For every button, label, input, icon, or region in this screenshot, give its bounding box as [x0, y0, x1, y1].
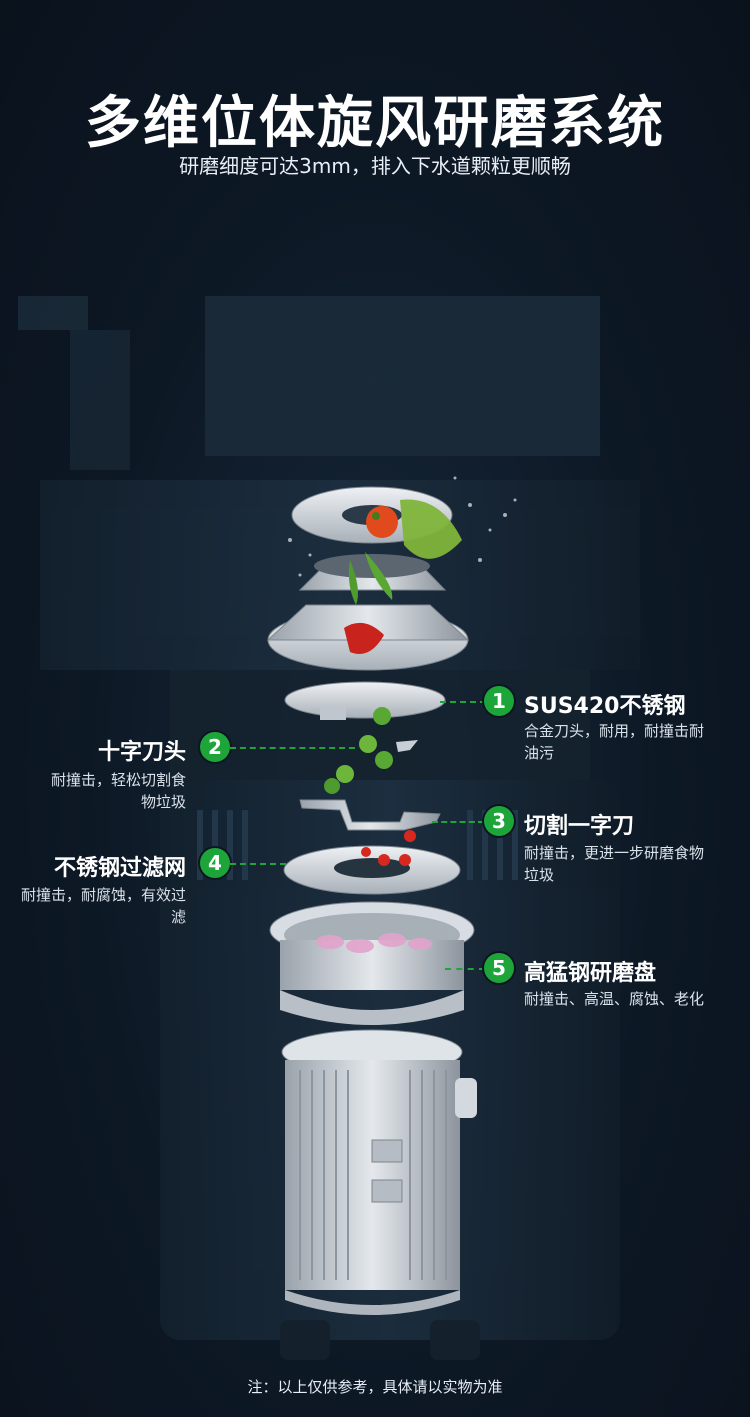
callout-2-badge: 2	[200, 732, 230, 762]
callout-1-badge: 1	[484, 686, 514, 716]
callout-4-desc: 耐撞击，耐腐蚀，有效过滤	[20, 886, 186, 926]
leader-line-1	[440, 701, 486, 703]
leader-line-4	[230, 863, 286, 865]
callout-4-badge: 4	[200, 848, 230, 878]
callout-3-badge: 3	[484, 806, 514, 836]
page-title: 多维位体旋风研磨系统	[85, 91, 665, 156]
leader-line-3	[432, 821, 484, 823]
callout-3-title: 切割一字刀	[524, 814, 635, 839]
exploded-view-illustration	[18, 296, 640, 1360]
leader-line-5	[445, 968, 485, 970]
callout-4-title: 不锈钢过滤网	[53, 856, 186, 881]
callout-3-desc: 耐撞击，更进一步研磨食物垃圾	[524, 844, 705, 884]
callout-1-desc: 合金刀头，耐用，耐撞击耐油污	[524, 722, 705, 762]
callout-2-title: 十字刀头	[97, 740, 186, 765]
callout-5-badge: 5	[484, 953, 514, 983]
callout-1-title: SUS420不锈钢	[524, 694, 686, 719]
callout-2-desc: 耐撞击，轻松切割食物垃圾	[50, 771, 186, 811]
callout-5-desc: 耐撞击、高温、腐蚀、老化	[524, 990, 705, 1008]
callout-5-title: 高猛钢研磨盘	[524, 961, 657, 986]
page-subtitle: 研磨细度可达3mm，排入下水道颗粒更顺畅	[179, 154, 571, 178]
leader-line-2	[230, 747, 355, 749]
disclaimer-footnote: 注：以上仅供参考，具体请以实物为准	[247, 1378, 503, 1396]
